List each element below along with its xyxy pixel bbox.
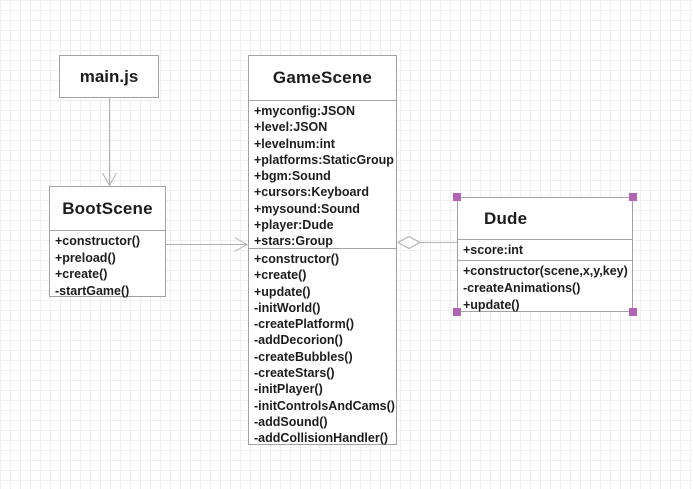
- class-attribute: +myconfig:JSON: [254, 104, 356, 118]
- class-attribute: +mysound:Sound: [254, 201, 360, 216]
- class-title: main.js: [79, 66, 139, 86]
- class-method: -addSound(): [254, 414, 328, 429]
- class-title: BootScene: [50, 187, 165, 231]
- class-method: +create(): [55, 267, 108, 282]
- class-method: -createPlatform(): [254, 317, 355, 332]
- class-attribute: +score:int: [463, 243, 524, 257]
- class-method: -initControlsAndCams(): [254, 398, 395, 413]
- class-methods-section: +constructor(scene,x,y,key) -createAnima…: [458, 261, 632, 314]
- class-attribute: +cursors:Keyboard: [254, 185, 369, 200]
- open-arrowhead-icon: [234, 237, 249, 252]
- class-title: Dude: [458, 198, 632, 240]
- class-box-bootscene[interactable]: BootScene +constructor() +preload() +cre…: [49, 186, 166, 299]
- class-attribute: +platforms:StaticGroup: [254, 152, 394, 167]
- class-method: +update(): [463, 298, 520, 312]
- class-attribute: +player:Dude: [254, 218, 334, 233]
- class-method: +constructor(scene,x,y,key): [463, 264, 628, 278]
- class-method: -addCollisionHandler(): [254, 431, 389, 446]
- class-method: +preload(): [55, 250, 116, 265]
- class-method: +constructor(): [254, 252, 340, 266]
- class-method: +create(): [254, 268, 307, 283]
- class-method: +update(): [254, 284, 311, 299]
- class-box-dude[interactable]: Dude +score:int +constructor(scene,x,y,k…: [457, 197, 633, 312]
- class-methods-section: +constructor() +preload() +create() -sta…: [50, 231, 165, 299]
- class-attribute: +level:JSON: [254, 120, 328, 135]
- class-methods-section: +constructor() +create() +update() -init…: [249, 249, 396, 447]
- class-method: -createAnimations(): [463, 281, 581, 295]
- class-method: -startGame(): [55, 283, 130, 298]
- selection-handle-bottom-left[interactable]: [453, 308, 461, 316]
- class-attribute: +stars:Group: [254, 234, 333, 249]
- selection-handle-bottom-right[interactable]: [629, 308, 637, 316]
- class-method: -addDecorion(): [254, 333, 343, 348]
- class-attribute: +levelnum:int: [254, 136, 335, 151]
- class-attribute: +bgm:Sound: [254, 169, 331, 184]
- class-attributes-section: +score:int: [458, 240, 632, 261]
- class-attributes-section: +myconfig:JSON +level:JSON +levelnum:int…: [249, 101, 396, 249]
- selection-handle-top-right[interactable]: [629, 193, 637, 201]
- selection-handle-top-left[interactable]: [453, 193, 461, 201]
- class-method: +constructor(): [55, 234, 141, 248]
- class-method: -initPlayer(): [254, 382, 323, 397]
- class-method: -createBubbles(): [254, 349, 353, 364]
- connector-bootscene-gamescene[interactable]: [166, 237, 249, 252]
- open-arrowhead-icon: [102, 172, 117, 187]
- connector-gamescene-dude[interactable]: [396, 235, 457, 250]
- class-method: -initWorld(): [254, 300, 321, 315]
- class-title: GameScene: [249, 56, 396, 101]
- class-method: -createStars(): [254, 366, 335, 381]
- class-box-gamescene[interactable]: GameScene +myconfig:JSON +level:JSON +le…: [248, 55, 397, 445]
- class-box-mainjs[interactable]: main.js: [59, 55, 159, 98]
- connector-mainjs-bootscene[interactable]: [102, 98, 117, 187]
- aggregation-diamond-icon: [396, 235, 422, 250]
